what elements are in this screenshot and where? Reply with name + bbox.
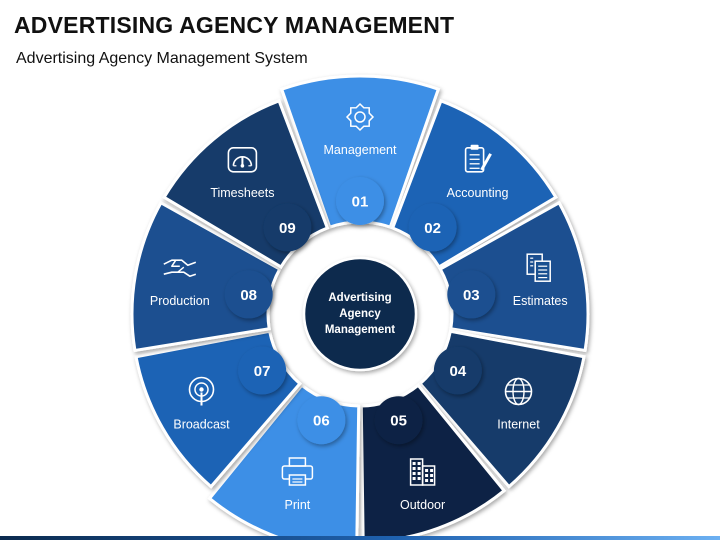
number-badge-circle: [297, 396, 346, 445]
segment-09-label: Timesheets: [210, 186, 274, 200]
number-badge-label: 01: [352, 194, 369, 211]
buildings-icon: [409, 458, 436, 486]
segment-01-number-badge: 01: [336, 177, 384, 225]
segment-08-number-badge: 08: [224, 270, 273, 319]
gauge-icon: [227, 147, 258, 173]
bottom-accent-bar: [0, 536, 720, 540]
clipboard-pen-icon: [464, 144, 492, 173]
number-badge-label: 07: [254, 363, 271, 380]
globe-icon: [504, 377, 533, 406]
number-badge-circle: [238, 346, 287, 395]
number-badge-label: 05: [390, 413, 407, 430]
number-badge-label: 03: [463, 287, 480, 304]
center-hub-circle: [302, 256, 418, 372]
segment-02-label: Accounting: [447, 186, 509, 200]
number-badge-label: 04: [450, 363, 467, 380]
number-badge-label: 06: [313, 413, 330, 430]
segment-04-label: Internet: [497, 418, 540, 432]
segment-01: Management: [279, 74, 441, 230]
page-subtitle: Advertising Agency Management System: [16, 50, 308, 67]
segment-08-label: Production: [150, 294, 210, 308]
segment-09-number-badge: 09: [263, 203, 312, 252]
page-title: ADVERTISING AGENCY MANAGEMENT: [14, 12, 455, 38]
number-badge-circle: [224, 270, 273, 319]
broadcast-icon: [188, 376, 215, 406]
segment-05-number-badge: 05: [374, 396, 423, 445]
segment-03-number-badge: 03: [447, 270, 496, 319]
documents-icon: [526, 253, 551, 282]
segment-02-number-badge: 02: [408, 203, 457, 252]
center-hub-label-line: Agency: [339, 308, 381, 320]
number-badge-label: 08: [240, 287, 257, 304]
printer-icon: [281, 457, 314, 486]
handshake-icon: [163, 259, 197, 278]
segment-06-label: Print: [285, 498, 311, 512]
number-badge-circle: [433, 346, 482, 395]
number-badge-circle: [447, 270, 496, 319]
segment-06-number-badge: 06: [297, 396, 346, 445]
segment-07-number-badge: 07: [238, 346, 287, 395]
number-badge-label: 09: [279, 220, 296, 237]
number-badge-circle: [374, 396, 423, 445]
number-badge-label: 02: [424, 220, 441, 237]
segment-03-label: Estimates: [513, 294, 568, 308]
number-badge-circle: [336, 177, 384, 225]
number-badge-circle: [263, 203, 312, 252]
segment-01-label: Management: [324, 143, 397, 157]
center-hub-label-line: Management: [325, 324, 395, 336]
segment-05-label: Outdoor: [400, 498, 445, 512]
gear-icon: [345, 102, 375, 132]
center-hub-label-line: Advertising: [328, 292, 391, 304]
segment-07-label: Broadcast: [173, 418, 230, 432]
number-badge-circle: [408, 203, 457, 252]
segment-04-number-badge: 04: [433, 346, 482, 395]
